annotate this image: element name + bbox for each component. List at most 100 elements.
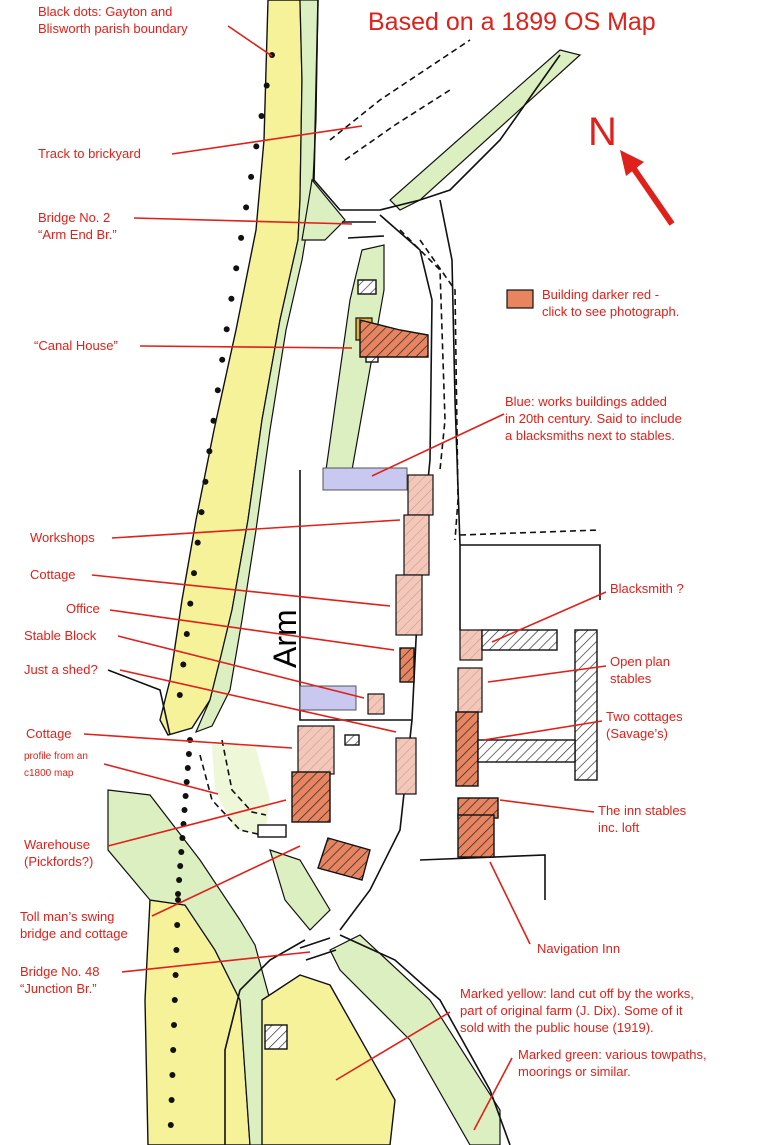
outbuilding-hatched <box>481 629 558 651</box>
label-blue-works-line: a blacksmiths next to stables. <box>505 428 675 443</box>
parish-boundary-dot <box>170 1047 177 1053</box>
legend-building-swatch <box>506 289 534 309</box>
north-letter: N <box>588 110 617 154</box>
open-plan-stables-building <box>457 667 483 713</box>
label-parish-boundary-line: Blisworth parish boundary <box>38 21 188 36</box>
label-office-line: Office <box>66 601 100 616</box>
label-bridge-2-line: Bridge No. 2 <box>38 210 110 225</box>
green-towpath-south-east <box>329 934 501 1145</box>
green-top-triangle <box>301 178 346 241</box>
road-line <box>313 0 561 211</box>
label-marked-yellow-line: sold with the public house (1919). <box>460 1020 654 1035</box>
two-cottages-building[interactable] <box>455 711 479 787</box>
label-marked-yellow: Marked yellow: land cut off by the works… <box>460 986 694 1035</box>
label-just-a-shed: Just a shed? <box>24 662 98 677</box>
workshops-building <box>407 474 434 516</box>
label-office: Office <box>66 601 100 616</box>
parish-boundary-dot <box>191 570 197 577</box>
parish-boundary-dot <box>198 509 205 516</box>
parish-boundary-dot <box>175 891 181 897</box>
stable-block-building <box>367 693 385 715</box>
dashed-track <box>399 229 446 471</box>
label-navigation-inn: Navigation Inn <box>537 941 620 956</box>
label-profile-line: profile from an <box>24 751 88 762</box>
road-line <box>339 934 511 1145</box>
bridge-2 <box>342 221 385 239</box>
parish-boundary-dot <box>172 972 179 978</box>
label-parish-boundary-line: Black dots: Gayton and <box>38 4 172 19</box>
label-marked-green-line: Marked green: various towpaths, <box>518 1047 707 1062</box>
parish-boundary-dot <box>269 52 275 58</box>
label-cottage-south: Cottage <box>26 726 72 741</box>
cottage-building <box>297 725 335 775</box>
parish-boundary-dot <box>177 863 184 869</box>
legend-building-text-line: click to see photograph. <box>542 304 679 319</box>
label-bridge-48: Bridge No. 48“Junction Br.” <box>20 964 100 996</box>
label-marked-green-line: moorings or similar. <box>518 1064 631 1079</box>
parish-boundary-dot <box>187 600 194 607</box>
label-marked-yellow-line: part of original farm (J. Dix). Some of … <box>460 1003 683 1018</box>
road-line <box>107 669 171 736</box>
legend-building-text-line: Building darker red - <box>542 287 659 302</box>
label-stable-block-line: Stable Block <box>24 628 97 643</box>
parish-boundary-dot <box>171 1022 177 1028</box>
dashed-track <box>221 739 267 816</box>
canal-house-building[interactable] <box>359 319 429 358</box>
label-cottage-north-line: Cottage <box>30 567 76 582</box>
toll-cottage-building[interactable] <box>317 837 371 881</box>
leader-lines <box>83 25 607 1131</box>
parish-boundary-dot <box>169 1072 176 1078</box>
blue-works-building <box>322 467 408 491</box>
label-two-cottages-line: (Savage’s) <box>606 726 668 741</box>
warehouse-building[interactable] <box>291 771 331 823</box>
label-blue-works-line: in 20th century. Said to include <box>505 411 682 426</box>
parish-boundary-dot <box>223 326 230 333</box>
label-two-cottages: Two cottages(Savage’s) <box>606 709 683 741</box>
legend-building-text: Building darker red - click to see photog… <box>542 287 679 319</box>
parish-boundary-dot <box>183 631 190 637</box>
green-towpath-south-west <box>107 789 271 1145</box>
label-cottage-south-line: Cottage <box>26 726 72 741</box>
parish-boundary-dot <box>233 265 240 272</box>
shed-building <box>395 737 417 795</box>
navigation-inn-building[interactable] <box>457 814 495 858</box>
north-arrow-icon <box>620 150 675 226</box>
label-inn-stables-line: The inn stables <box>598 803 687 818</box>
parish-boundary-dot <box>181 807 188 813</box>
outbuilding-hatched <box>477 739 576 763</box>
label-inn-stables-line: inc. loft <box>598 820 640 835</box>
dashed-track <box>329 39 471 141</box>
label-toll-man-line: Toll man’s swing <box>20 909 114 924</box>
parish-boundary-dot <box>238 234 245 241</box>
label-bridge-2-line: “Arm End Br.” <box>38 227 117 242</box>
building-plain <box>357 279 377 295</box>
label-blacksmith-line: Blacksmith ? <box>610 581 684 596</box>
swing-bridge <box>257 824 287 838</box>
dashed-track <box>344 89 451 161</box>
parish-boundary-dot <box>167 1122 174 1128</box>
building-plain <box>344 734 360 746</box>
label-open-plan-stables-line: stables <box>610 671 652 686</box>
parish-boundary-dot <box>228 295 235 302</box>
label-bridge-2: Bridge No. 2 “Arm End Br.” <box>38 210 117 242</box>
label-workshops-line: Workshops <box>30 530 95 545</box>
road-line <box>224 939 306 1145</box>
parish-boundary-dot <box>194 539 201 546</box>
parish-boundary-dot <box>180 661 187 668</box>
parish-boundary-dot <box>183 779 190 785</box>
road-line <box>299 470 412 721</box>
parish-boundary-dot <box>184 765 191 771</box>
label-marked-yellow-line: Marked yellow: land cut off by the works… <box>460 986 694 1001</box>
cottage-building <box>395 574 423 636</box>
parish-boundary-dots <box>167 52 275 1128</box>
parish-boundary-dot <box>253 143 260 150</box>
road-line <box>419 854 546 900</box>
label-track-brickyard: Track to brickyard <box>38 146 141 161</box>
yellow-land-south <box>261 974 396 1145</box>
office-building[interactable] <box>399 647 415 683</box>
